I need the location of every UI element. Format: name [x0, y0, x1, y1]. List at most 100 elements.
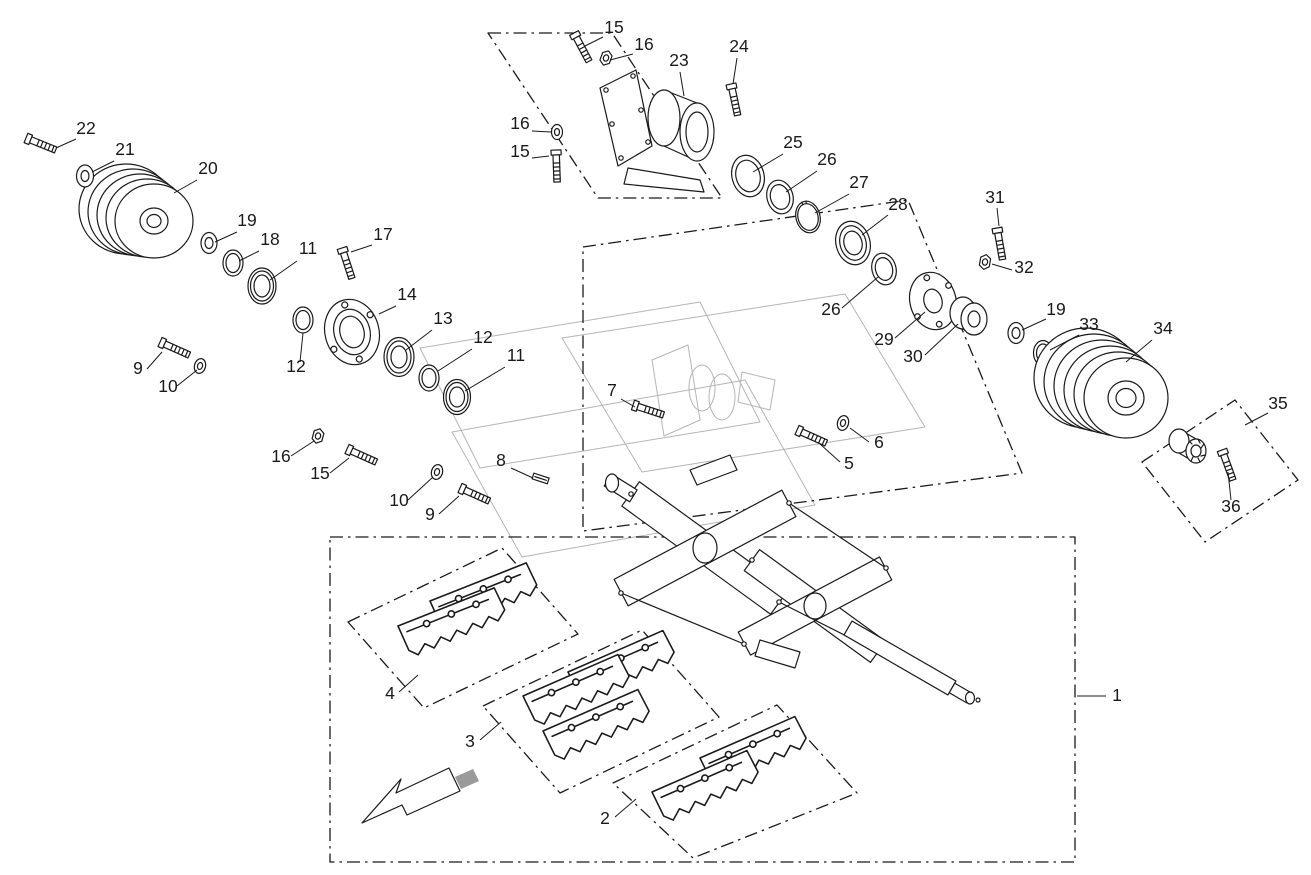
callout-23: 23	[669, 50, 688, 70]
callout-12: 12	[473, 327, 492, 347]
arrow-stripe	[455, 769, 479, 789]
callout-6: 6	[874, 432, 884, 452]
leader-line-28	[861, 214, 889, 236]
leader-line-2	[614, 798, 637, 818]
leader-line-17	[350, 244, 373, 253]
callout-8: 8	[496, 450, 506, 470]
leader-line-13	[405, 329, 433, 351]
leader-line-16	[531, 130, 552, 133]
leader-line-7	[620, 398, 636, 408]
callout-5: 5	[844, 453, 854, 473]
leader-line-15	[329, 457, 350, 474]
callout-26: 26	[817, 149, 836, 169]
pin-8	[531, 472, 550, 485]
callout-9: 9	[133, 358, 143, 378]
callout-4: 4	[385, 683, 395, 703]
leader-line-20	[173, 179, 198, 194]
leader-line-33	[1049, 334, 1080, 351]
pulley-left	[78, 163, 194, 259]
leader-line-36	[1227, 471, 1232, 501]
callout-14: 14	[397, 284, 417, 304]
callout-7: 7	[607, 380, 617, 400]
leader-line-26	[841, 276, 879, 309]
callout-16: 16	[271, 446, 290, 466]
phantom-box-2	[612, 704, 858, 859]
phantom-box-35	[1141, 399, 1299, 543]
leader-line-18	[238, 250, 260, 262]
callout-20: 20	[198, 158, 218, 178]
callout-16: 16	[634, 34, 653, 54]
callout-21: 21	[115, 139, 134, 159]
callout-34: 34	[1153, 318, 1173, 338]
leader-line-29	[894, 311, 926, 339]
callout-22: 22	[76, 118, 95, 138]
callout-30: 30	[903, 346, 923, 366]
leader-line-31	[996, 207, 1000, 227]
leader-line-11	[464, 366, 506, 392]
callout-27: 27	[849, 172, 868, 192]
callout-13: 13	[433, 308, 452, 328]
callout-31: 31	[985, 187, 1004, 207]
leader-line-34	[1125, 339, 1153, 363]
washer-21	[75, 164, 95, 188]
leader-line-14	[378, 305, 397, 315]
leader-line-19	[214, 231, 238, 243]
leader-line-12	[437, 348, 473, 372]
callout-32: 32	[1014, 257, 1033, 277]
leader-line-24	[732, 57, 738, 85]
callout-10: 10	[389, 490, 409, 510]
arrow-icon	[361, 767, 461, 824]
leader-line-32	[991, 263, 1013, 271]
leader-line-6	[849, 427, 870, 443]
callout-9: 9	[425, 504, 435, 524]
leader-line-9	[438, 495, 460, 515]
snap-ring-27	[795, 200, 821, 234]
callout-33: 33	[1079, 314, 1098, 334]
leader-line-5	[819, 443, 841, 463]
callout-19: 19	[1046, 299, 1065, 319]
leader-line-10	[407, 476, 434, 501]
callout-15: 15	[604, 17, 623, 37]
callout-12: 12	[286, 356, 305, 376]
callout-29: 29	[874, 329, 893, 349]
bearing-flange-14	[323, 298, 381, 366]
callout-35: 35	[1268, 393, 1287, 413]
leader-line-21	[91, 160, 115, 173]
leader-line-22	[55, 138, 77, 149]
bearing-housing-23	[599, 69, 715, 193]
leader-line-23	[679, 71, 685, 97]
leader-line-12	[299, 332, 304, 363]
callout-15: 15	[310, 463, 329, 483]
direction-arrow	[361, 767, 479, 824]
phantom-box-3	[482, 629, 720, 794]
leader-line-25	[752, 153, 784, 173]
callout-16: 16	[510, 113, 529, 133]
callout-19: 19	[237, 210, 256, 230]
leader-line-26	[785, 170, 818, 193]
callout-1: 1	[1112, 685, 1122, 705]
leader-line-16	[290, 440, 315, 457]
rotor-assembly	[603, 454, 981, 705]
left-ring-train	[200, 231, 472, 416]
callout-2: 2	[600, 808, 610, 828]
leader-line-15	[531, 155, 550, 159]
washer-16-left	[550, 123, 564, 141]
leader-line-30	[924, 323, 959, 356]
leader-line-9	[146, 351, 163, 370]
callout-28: 28	[888, 194, 907, 214]
callout-3: 3	[465, 731, 475, 751]
callout-11: 11	[299, 238, 317, 258]
leader-line-19	[1021, 318, 1047, 331]
phantom-box-1	[329, 536, 1076, 863]
callout-36: 36	[1221, 496, 1240, 516]
callout-11: 11	[507, 345, 525, 365]
callout-17: 17	[373, 224, 392, 244]
phantom-boxes	[329, 32, 1299, 863]
callout-10: 10	[158, 376, 178, 396]
leader-line-15	[584, 36, 604, 47]
leader-line-11	[269, 260, 298, 281]
callout-25: 25	[783, 132, 802, 152]
hub-30	[949, 296, 988, 336]
